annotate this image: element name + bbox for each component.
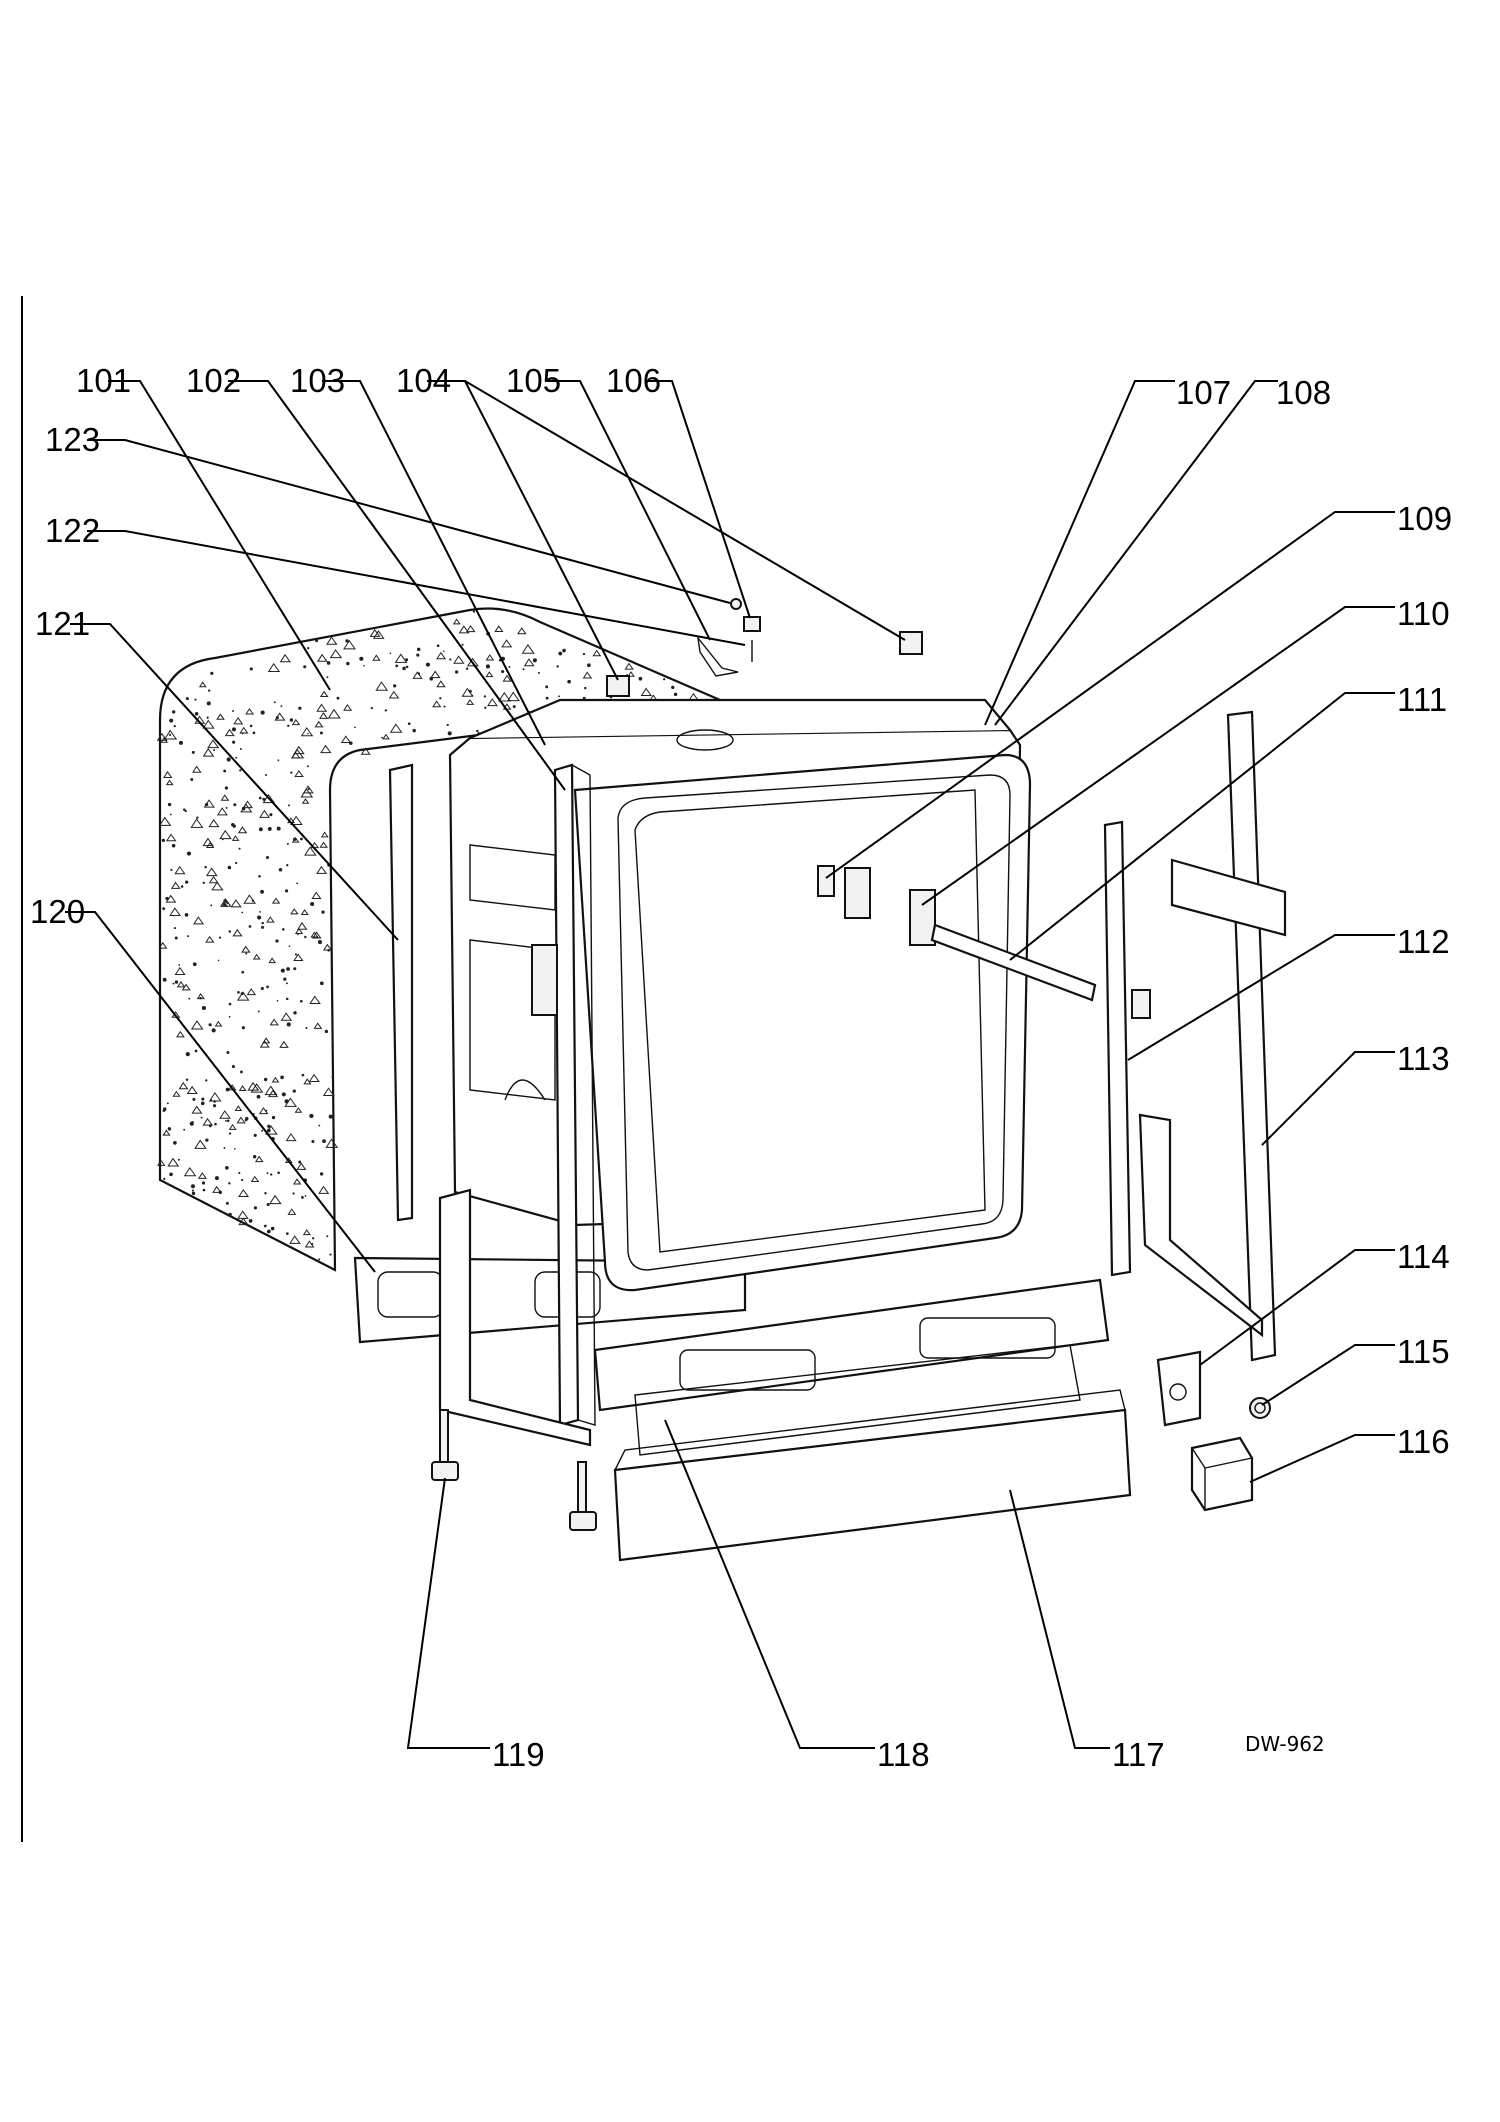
leader-112 bbox=[1127, 934, 1395, 1061]
leader-123 bbox=[87, 439, 731, 604]
label-111: 111 bbox=[1397, 681, 1447, 718]
label-122: 122 bbox=[45, 512, 100, 549]
leader-107 bbox=[984, 380, 1175, 726]
label-114: 114 bbox=[1397, 1238, 1450, 1275]
leader-110 bbox=[921, 606, 1395, 906]
part-101-insulation-blanket bbox=[156, 607, 722, 1272]
part-103-door-frame bbox=[573, 753, 1032, 1292]
leader-lines bbox=[65, 380, 1395, 1749]
label-103: 103 bbox=[290, 362, 345, 399]
label-105: 105 bbox=[506, 362, 561, 399]
bracket-and-box-parts bbox=[1156, 1350, 1271, 1512]
part-112-side-strip bbox=[1103, 820, 1151, 1277]
part-118-kick-plate-back bbox=[593, 1278, 1110, 1456]
drawing-code: DW-962 bbox=[1245, 1732, 1325, 1756]
label-123: 123 bbox=[45, 421, 100, 458]
part-102-left-rail bbox=[531, 763, 596, 1427]
leader-109 bbox=[825, 511, 1395, 879]
leader-118 bbox=[664, 1419, 875, 1749]
label-116: 116 bbox=[1397, 1423, 1450, 1460]
label-102: 102 bbox=[186, 362, 241, 399]
part-119-feet bbox=[431, 1409, 597, 1531]
leader-102 bbox=[228, 380, 566, 791]
label-108: 108 bbox=[1276, 374, 1331, 411]
part-113-side-frame bbox=[1138, 710, 1287, 1362]
label-113: 113 bbox=[1397, 1040, 1450, 1077]
leader-121 bbox=[70, 623, 399, 941]
label-101: 101 bbox=[76, 362, 131, 399]
part-117-kick-plate-front bbox=[613, 1389, 1132, 1562]
leader-103 bbox=[322, 380, 546, 746]
leader-105 bbox=[545, 380, 711, 641]
label-110: 110 bbox=[1397, 595, 1450, 632]
label-117: 117 bbox=[1112, 1736, 1165, 1773]
label-120: 120 bbox=[30, 893, 85, 930]
label-104: 104 bbox=[396, 362, 451, 399]
leader-101 bbox=[108, 380, 331, 691]
leader-114 bbox=[1199, 1249, 1395, 1366]
label-106: 106 bbox=[606, 362, 661, 399]
leader-119 bbox=[406, 1477, 490, 1749]
leader-108 bbox=[994, 380, 1278, 726]
label-115: 115 bbox=[1397, 1333, 1450, 1370]
callout-labels: 101 102 103 104 105 106 107 108 109 110 … bbox=[30, 362, 1452, 1773]
label-112: 112 bbox=[1397, 923, 1450, 960]
leader-115 bbox=[1261, 1344, 1395, 1406]
label-107: 107 bbox=[1176, 374, 1231, 411]
leader-113 bbox=[1261, 1051, 1395, 1146]
leader-111 bbox=[1009, 692, 1395, 961]
leader-106 bbox=[646, 380, 751, 619]
label-121: 121 bbox=[35, 605, 90, 642]
label-109: 109 bbox=[1397, 500, 1452, 537]
speckle-texture bbox=[156, 610, 700, 1261]
leader-104b bbox=[464, 380, 906, 641]
leader-117 bbox=[1009, 1489, 1110, 1749]
leader-116 bbox=[1249, 1434, 1395, 1483]
label-118: 118 bbox=[877, 1736, 930, 1773]
small-parts-top bbox=[606, 598, 923, 697]
leader-122 bbox=[87, 530, 746, 646]
part-121-side-strip bbox=[388, 763, 414, 1222]
leader-120 bbox=[65, 911, 376, 1273]
label-119: 119 bbox=[492, 1736, 545, 1773]
